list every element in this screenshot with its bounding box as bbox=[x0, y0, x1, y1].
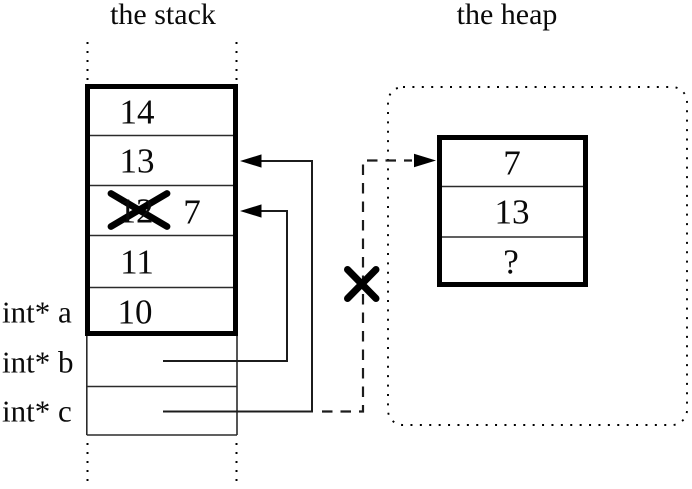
overwritten-value-cross-icon bbox=[107, 190, 171, 230]
heap-object-box bbox=[437, 135, 588, 287]
heap-title: the heap bbox=[456, 0, 558, 31]
variable-label-a: int* a bbox=[2, 294, 72, 330]
stack-cell-new-value: 7 bbox=[183, 192, 201, 232]
arrowhead-left-icon bbox=[240, 154, 262, 168]
variable-label-b: int* b bbox=[2, 344, 74, 379]
stack-title: the stack bbox=[110, 0, 216, 31]
pointer-c-line bbox=[163, 160, 313, 413]
arrowhead-right-icon bbox=[414, 153, 436, 168]
stack-cell-value: 14 bbox=[119, 92, 155, 132]
arrowhead-left-icon bbox=[240, 204, 262, 218]
stack-cell-value: 10 bbox=[117, 292, 153, 332]
heap-cell-value: 7 bbox=[503, 143, 521, 183]
stack-cell-value: 13 bbox=[119, 141, 155, 181]
stack-frame-box bbox=[85, 84, 238, 336]
variable-label-c: int* c bbox=[2, 393, 72, 429]
stack-cell-old-value: 12 bbox=[118, 191, 154, 231]
heap-cell-value: 13 bbox=[494, 192, 530, 232]
heap-cell-value: ? bbox=[503, 242, 519, 282]
stack-cell-value: 11 bbox=[120, 242, 154, 282]
pointer-b-line bbox=[163, 210, 288, 362]
invalid-pointer-cross-icon bbox=[344, 266, 380, 302]
